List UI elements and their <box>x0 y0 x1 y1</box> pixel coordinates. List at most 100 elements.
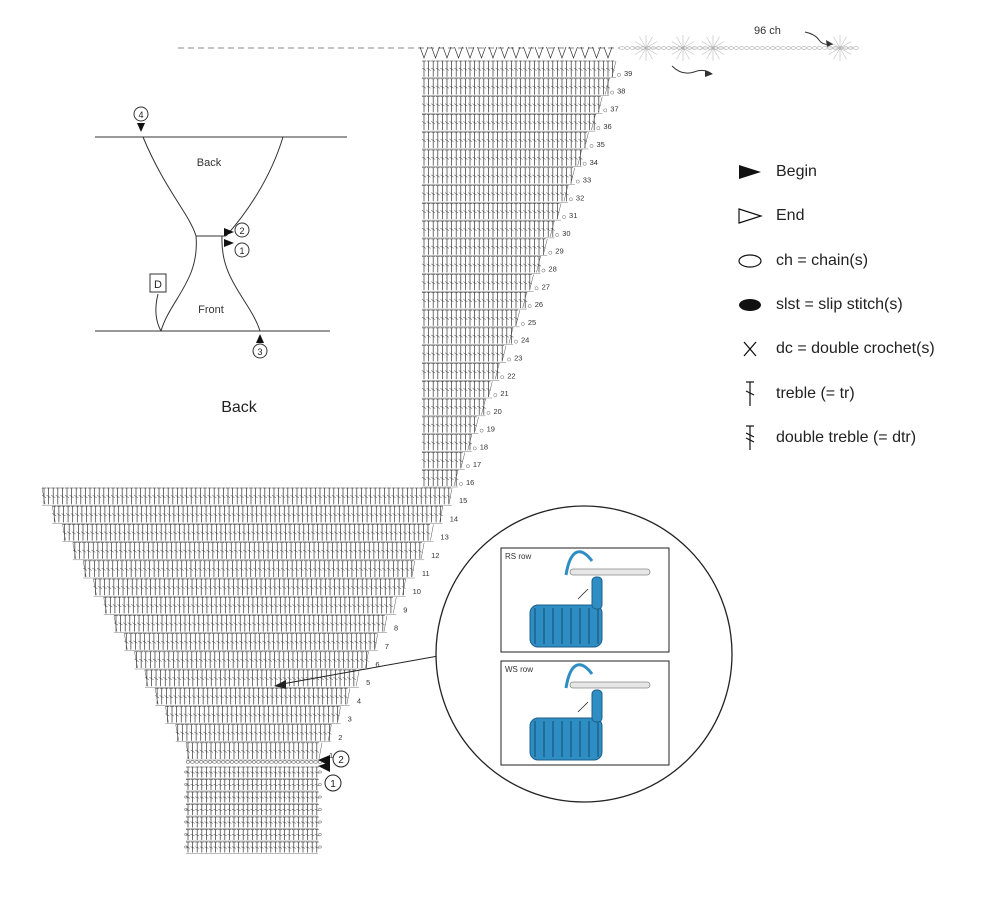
front-left-curve <box>160 235 197 332</box>
x-icon <box>736 335 764 363</box>
schematic-marker-number-3: 3 <box>257 347 262 357</box>
garment-schematic: D Back Front 4 2 1 3 <box>95 106 347 359</box>
legend-item-chain: ch = chain(s) <box>736 247 868 275</box>
marker-circle-2 <box>332 750 350 768</box>
row-number: 2 <box>338 733 342 742</box>
row-number: 11 <box>422 569 430 578</box>
schematic-marker-number-1: 1 <box>239 246 244 256</box>
chain-direction-arrowhead <box>705 70 713 77</box>
row-number: 14 <box>450 514 458 523</box>
row-number: 26 <box>535 300 543 309</box>
marker-number-1: 1 <box>330 779 336 790</box>
filled-triangle-icon <box>736 158 764 186</box>
legend-item-double-crochet: dc = double crochet(s) <box>736 335 935 363</box>
inset-pointer-arrowhead <box>274 680 286 689</box>
legend-item-treble: treble (= tr) <box>736 380 855 408</box>
foundation-chain-row <box>619 35 859 61</box>
row-number: 22 <box>507 371 515 380</box>
row-number: 32 <box>576 193 584 202</box>
schematic-marker-1 <box>234 242 250 258</box>
row-number: 6 <box>375 660 379 669</box>
row-number: 25 <box>528 318 536 327</box>
schematic-arrow-4 <box>137 123 145 132</box>
schematic-marker-2 <box>234 222 250 238</box>
row-number: 34 <box>590 158 598 167</box>
ws-row-label: WS row <box>505 665 533 674</box>
row-number: 20 <box>493 407 501 416</box>
marker-number-2: 2 <box>338 755 344 766</box>
chart-title: Back <box>221 399 258 416</box>
row-number: 7 <box>385 642 389 651</box>
legend-label: Begin <box>776 163 817 180</box>
row-number: 35 <box>597 140 605 149</box>
back-left-curve <box>142 136 197 237</box>
row-number: 1 <box>329 751 333 760</box>
schematic-arrow-2 <box>224 228 234 236</box>
schematic-marker-number-2: 2 <box>239 226 244 236</box>
open-triangle-icon <box>736 202 764 230</box>
legend-item-end: End <box>736 202 804 230</box>
upper-row-numbers: 3938373635343332313029282726252423222120… <box>466 69 632 487</box>
row-number: 9 <box>403 605 407 614</box>
row-number: 18 <box>480 442 488 451</box>
schematic-arrow-3 <box>256 334 264 343</box>
row-number: 23 <box>514 353 522 362</box>
double-treble-icon <box>736 424 764 452</box>
row-number: 12 <box>431 551 439 560</box>
row-number: 3 <box>348 715 352 724</box>
legend-label: End <box>776 207 805 224</box>
row-number: 37 <box>610 104 618 113</box>
front-right-curve <box>221 235 261 332</box>
inset-pointer-line <box>281 652 456 685</box>
row-number: 27 <box>542 282 550 291</box>
rs-row-swatch <box>529 550 651 648</box>
row-number: 16 <box>466 478 474 487</box>
legend-label: slst = slip stitch(s) <box>776 296 903 313</box>
row-number: 13 <box>440 533 448 542</box>
row-number: 29 <box>555 247 563 256</box>
schematic-arrow-1 <box>224 239 234 247</box>
d-label-box <box>149 273 167 293</box>
row-number: 4 <box>357 696 361 705</box>
begin-marker-icon-2 <box>318 762 330 772</box>
chain-note-arrowhead <box>826 40 833 47</box>
filled-oval-icon <box>736 291 764 319</box>
row-number: 8 <box>394 624 398 633</box>
open-oval-icon <box>736 247 764 275</box>
lower-stitch-chart <box>41 487 453 764</box>
row-number: 39 <box>624 69 632 78</box>
row-number: 28 <box>548 265 556 274</box>
row-number: 36 <box>603 122 611 131</box>
row-number: 19 <box>487 425 495 434</box>
neck-band-chart <box>184 766 322 854</box>
marker-circle-1 <box>324 774 342 792</box>
legend-label: double treble (= dtr) <box>776 429 917 446</box>
chain-count-label: 96 ch <box>754 25 781 37</box>
d-label: D <box>154 279 162 291</box>
schematic-front-label: Front <box>198 304 224 316</box>
treble-icon <box>736 380 764 408</box>
schematic-marker-number-4: 4 <box>138 110 143 120</box>
back-right-curve <box>225 136 284 237</box>
row-number: 30 <box>562 229 570 238</box>
row-number: 24 <box>521 336 529 345</box>
d-pointer-line <box>155 293 162 332</box>
legend-item-begin: Begin <box>736 158 817 186</box>
legend-item-double-treble: double treble (= dtr) <box>736 424 916 452</box>
row-number: 21 <box>500 389 508 398</box>
row-number: 5 <box>366 678 370 687</box>
row-number: 15 <box>459 496 467 505</box>
row-number: 10 <box>413 587 421 596</box>
legend-label: dc = double crochet(s) <box>776 340 935 357</box>
upper-stitch-chart <box>419 46 621 488</box>
legend-item-slip-stitch: slst = slip stitch(s) <box>736 291 903 319</box>
schematic-marker-3 <box>252 343 268 359</box>
legend-label: treble (= tr) <box>776 385 855 402</box>
rs-row-label: RS row <box>505 552 531 561</box>
row-number: 38 <box>617 87 625 96</box>
schematic-marker-4 <box>133 106 149 122</box>
row-number: 31 <box>569 211 577 220</box>
schematic-back-label: Back <box>197 157 222 169</box>
